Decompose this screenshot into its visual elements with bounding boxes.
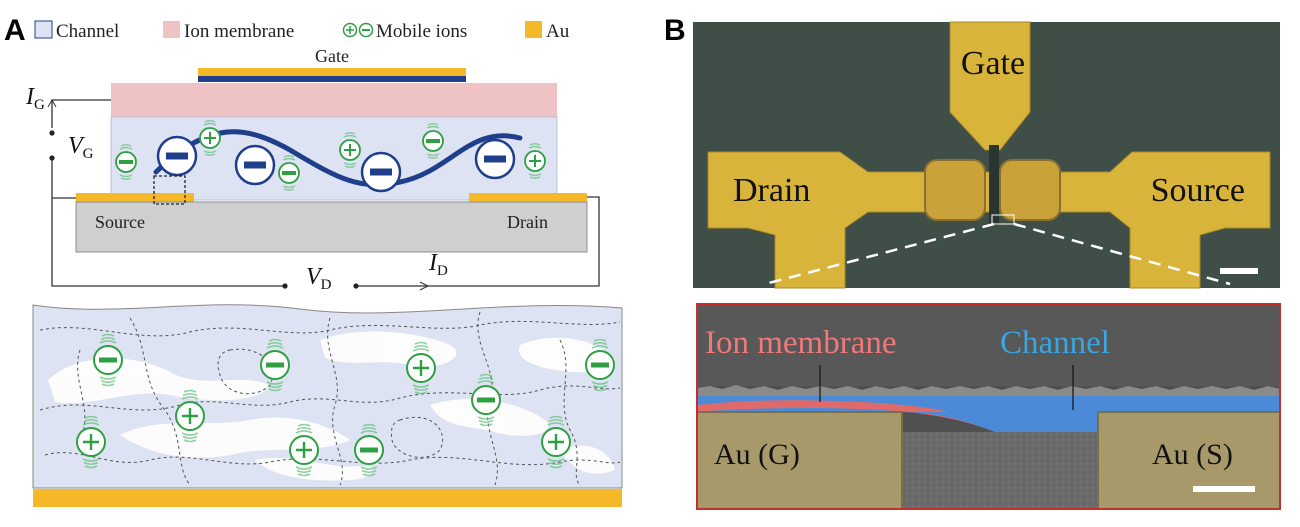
device-schematic: Gate Source Drain bbox=[75, 46, 588, 253]
optical-source-label: Source bbox=[1151, 172, 1245, 209]
optical-gate-label: Gate bbox=[961, 45, 1025, 82]
panel-a-letter: A bbox=[4, 14, 26, 47]
ig-arrow-icon bbox=[47, 99, 57, 108]
legend-au-label: Au bbox=[546, 21, 570, 42]
sem-au-g-label: Au (G) bbox=[714, 438, 800, 471]
zoom-box bbox=[153, 175, 186, 205]
vd-label: VD bbox=[306, 264, 332, 293]
circuit-nodes bbox=[49, 130, 359, 289]
polymer-minus-icon bbox=[234, 144, 276, 186]
polymer-minus-icon bbox=[474, 138, 516, 180]
channel-gap bbox=[989, 145, 999, 225]
polymer-chain bbox=[153, 129, 523, 188]
ion-membrane-layer bbox=[111, 83, 557, 117]
sem-au-gate bbox=[696, 411, 903, 510]
sem-image: Ion membrane Channel Au (G) Au (S) bbox=[696, 303, 1281, 510]
legend-ions-icon bbox=[342, 22, 374, 38]
legend-au-swatch bbox=[525, 21, 542, 38]
zoomed-channel bbox=[32, 304, 623, 507]
drain-pad bbox=[469, 193, 587, 202]
optical-electrodes bbox=[707, 21, 1271, 289]
sem-label-pointers bbox=[819, 365, 1074, 410]
sem-au-s-label: Au (S) bbox=[1152, 438, 1233, 471]
ig-label: IG bbox=[25, 84, 45, 113]
scale-bar-icon bbox=[1193, 486, 1255, 492]
gate-blue-layer bbox=[198, 76, 466, 82]
substrate bbox=[75, 201, 588, 253]
drain-label: Drain bbox=[507, 212, 548, 232]
sem-border bbox=[696, 303, 1281, 510]
sem-region-box bbox=[991, 214, 1015, 225]
legend-membrane-label: Ion membrane bbox=[184, 21, 294, 42]
zoomed-au-layer bbox=[33, 489, 622, 507]
drain-square bbox=[924, 159, 986, 221]
sem-membrane-layer bbox=[697, 400, 995, 432]
gate-label: Gate bbox=[315, 46, 349, 66]
zoom-lines bbox=[764, 222, 1231, 286]
legend: Channel Ion membrane Mobile ions Au bbox=[34, 20, 570, 42]
id-arrow-icon bbox=[419, 281, 430, 291]
vg-label: VG bbox=[68, 133, 94, 162]
sem-au-source bbox=[1097, 411, 1281, 510]
legend-channel-label: Channel bbox=[56, 21, 119, 42]
sem-channel-dip bbox=[900, 412, 1100, 432]
panel-b-letter: B bbox=[664, 14, 686, 47]
polymer-minus-icon bbox=[156, 135, 198, 177]
legend-channel-swatch bbox=[34, 20, 53, 39]
source-pad bbox=[76, 193, 194, 202]
gate-au-layer bbox=[198, 68, 466, 76]
sem-gap bbox=[900, 432, 1100, 509]
sem-top-region bbox=[697, 304, 1280, 386]
source-square bbox=[999, 159, 1061, 221]
id-label: ID bbox=[428, 250, 448, 279]
scale-bar-icon bbox=[1220, 268, 1258, 274]
legend-ions-label: Mobile ions bbox=[376, 21, 467, 42]
legend-membrane-swatch bbox=[163, 21, 180, 38]
sem-channel-label: Channel bbox=[1000, 325, 1110, 361]
sem-surface bbox=[697, 385, 1280, 396]
source-label: Source bbox=[95, 212, 145, 232]
sem-membrane-label: Ion membrane bbox=[705, 325, 897, 361]
polymer-minus-icon bbox=[360, 151, 402, 193]
optical-drain-label: Drain bbox=[733, 172, 810, 209]
optical-micrograph: Gate Drain Source bbox=[693, 21, 1280, 289]
